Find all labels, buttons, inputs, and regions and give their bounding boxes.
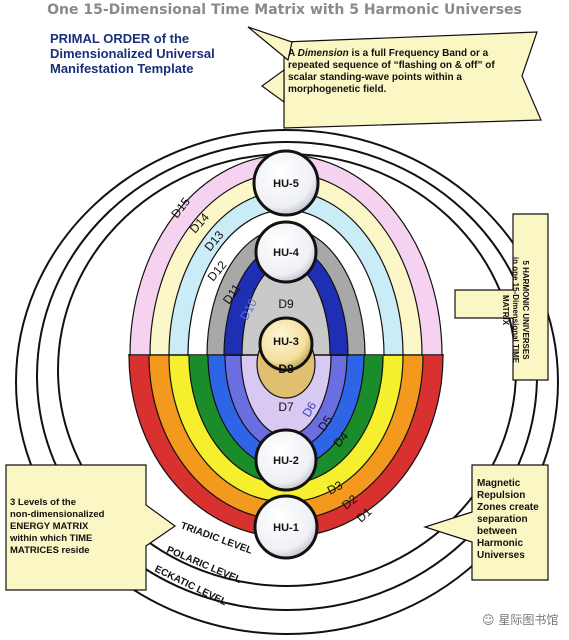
harmonic-universes-line: in one 15-Dimensional TIME MATRIX bbox=[501, 256, 520, 364]
d6-label: D6 bbox=[299, 399, 319, 420]
levels-line: 3 Levels of the bbox=[10, 497, 76, 508]
d8-label: D8 bbox=[278, 362, 294, 376]
hu-1-circle bbox=[253, 494, 319, 560]
levels-line: ENERGY MATRIX bbox=[10, 521, 89, 532]
primal-order-line: PRIMAL ORDER of the bbox=[50, 31, 190, 46]
hu-3-circle bbox=[258, 316, 314, 372]
dimension-callout-tail bbox=[247, 26, 293, 62]
primal-order-line: Manifestation Template bbox=[50, 61, 194, 76]
magnetic-callout-box bbox=[423, 464, 549, 581]
levels-line: non-dimensionalized bbox=[10, 509, 105, 520]
hu-3-label: HU-3 bbox=[273, 336, 299, 348]
hu-4-label: HU-4 bbox=[273, 247, 300, 259]
d3-label: D3 bbox=[325, 478, 345, 498]
hu-5-circle bbox=[252, 149, 320, 217]
watermark: ☺ 星际图书馆 bbox=[482, 613, 559, 627]
d7-label: D7 bbox=[278, 400, 294, 414]
hu-5-label: HU-5 bbox=[273, 178, 299, 190]
d9-label: D9 bbox=[278, 297, 294, 311]
dimension-callout-pointer bbox=[260, 68, 285, 104]
diagram-title: One 15-Dimensional Time Matrix with 5 Ha… bbox=[47, 2, 522, 18]
hu-4-circle bbox=[254, 220, 318, 284]
harmonic-universes-callout-box bbox=[454, 213, 549, 381]
levels-line: within which TIME bbox=[10, 533, 93, 544]
primal-order-line: Dimensionalized Universal bbox=[50, 46, 215, 61]
hu-2-circle bbox=[254, 428, 318, 492]
magnetic-repulsion-text: Magnetic Repulsion Zones create separati… bbox=[477, 478, 539, 561]
dimension-definition-text: A Dimension is a full Frequency Band or … bbox=[288, 48, 523, 96]
hu-1-label: HU-1 bbox=[273, 522, 299, 534]
dimension-prefix: A bbox=[288, 48, 298, 59]
hu-2-label: HU-2 bbox=[273, 455, 299, 467]
harmonic-universes-line: 5 HARMONIC UNIVERSES bbox=[521, 260, 530, 360]
harmonic-universes-text: 5 HARMONIC UNIVERSES in one 15-Dimension… bbox=[500, 250, 530, 370]
dimension-term: Dimension bbox=[297, 48, 349, 59]
levels-line: MATRICES reside bbox=[10, 545, 90, 556]
dimension-rest: is a full Frequency Band or a repeated s… bbox=[288, 48, 495, 95]
levels-callout-box bbox=[5, 464, 177, 591]
primal-order-heading: PRIMAL ORDER of the Dimensionalized Univ… bbox=[50, 31, 250, 76]
dimension-callout-box bbox=[283, 31, 542, 129]
energy-matrix-levels-text: 3 Levels of the non-dimensionalized ENER… bbox=[10, 497, 145, 557]
